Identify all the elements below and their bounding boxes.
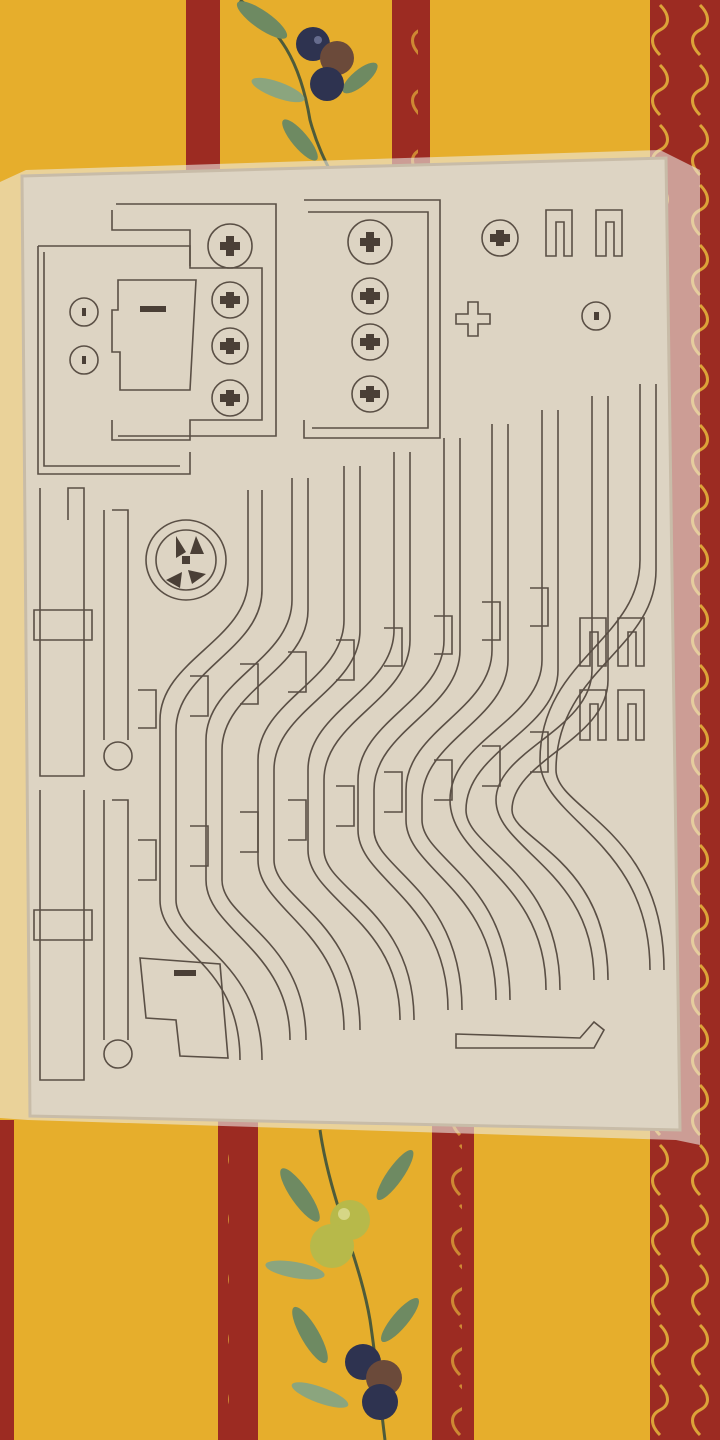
cross-circles xyxy=(69,219,611,1069)
plywood-sheet xyxy=(20,156,682,1132)
cross-cutouts xyxy=(82,230,599,976)
cut-lines xyxy=(33,199,665,1081)
olive-branch-bottom xyxy=(265,1129,420,1440)
